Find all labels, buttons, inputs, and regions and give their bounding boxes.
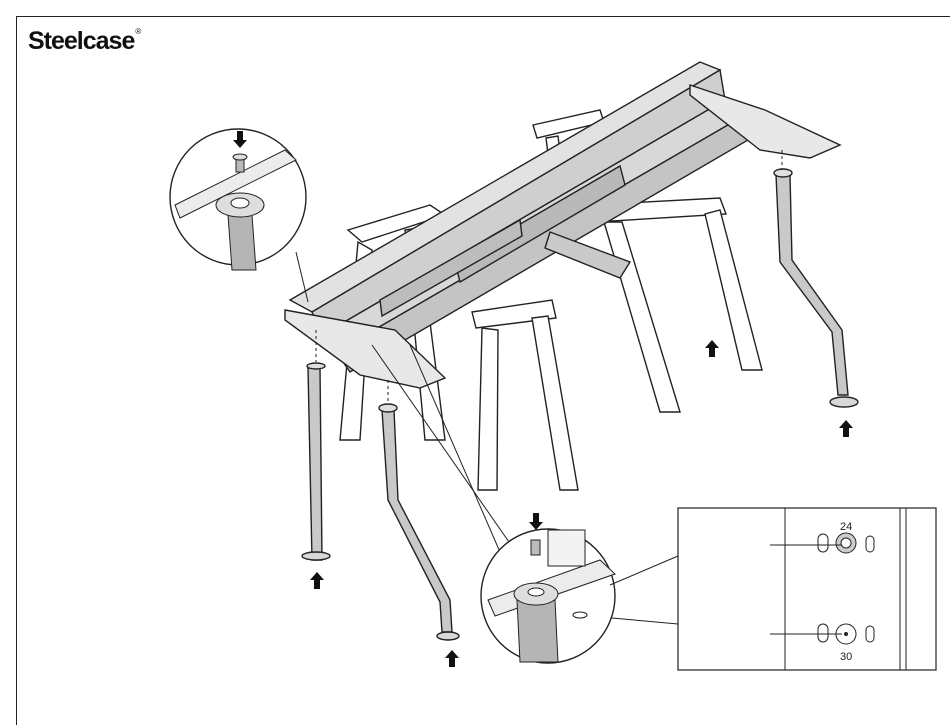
hole-detail-panel: 24 30 [678,508,936,670]
hole-label-lower: 30 [840,651,852,663]
arrow-up-icon [445,650,459,667]
arrow-up-icon [310,572,324,589]
arrow-up-icon [705,340,719,357]
detail-circle-top [170,129,308,302]
arrow-up-icon [839,420,853,437]
screw-icon [531,540,540,555]
arrow-down-icon [529,513,543,530]
hole-label-upper: 24 [840,521,852,533]
